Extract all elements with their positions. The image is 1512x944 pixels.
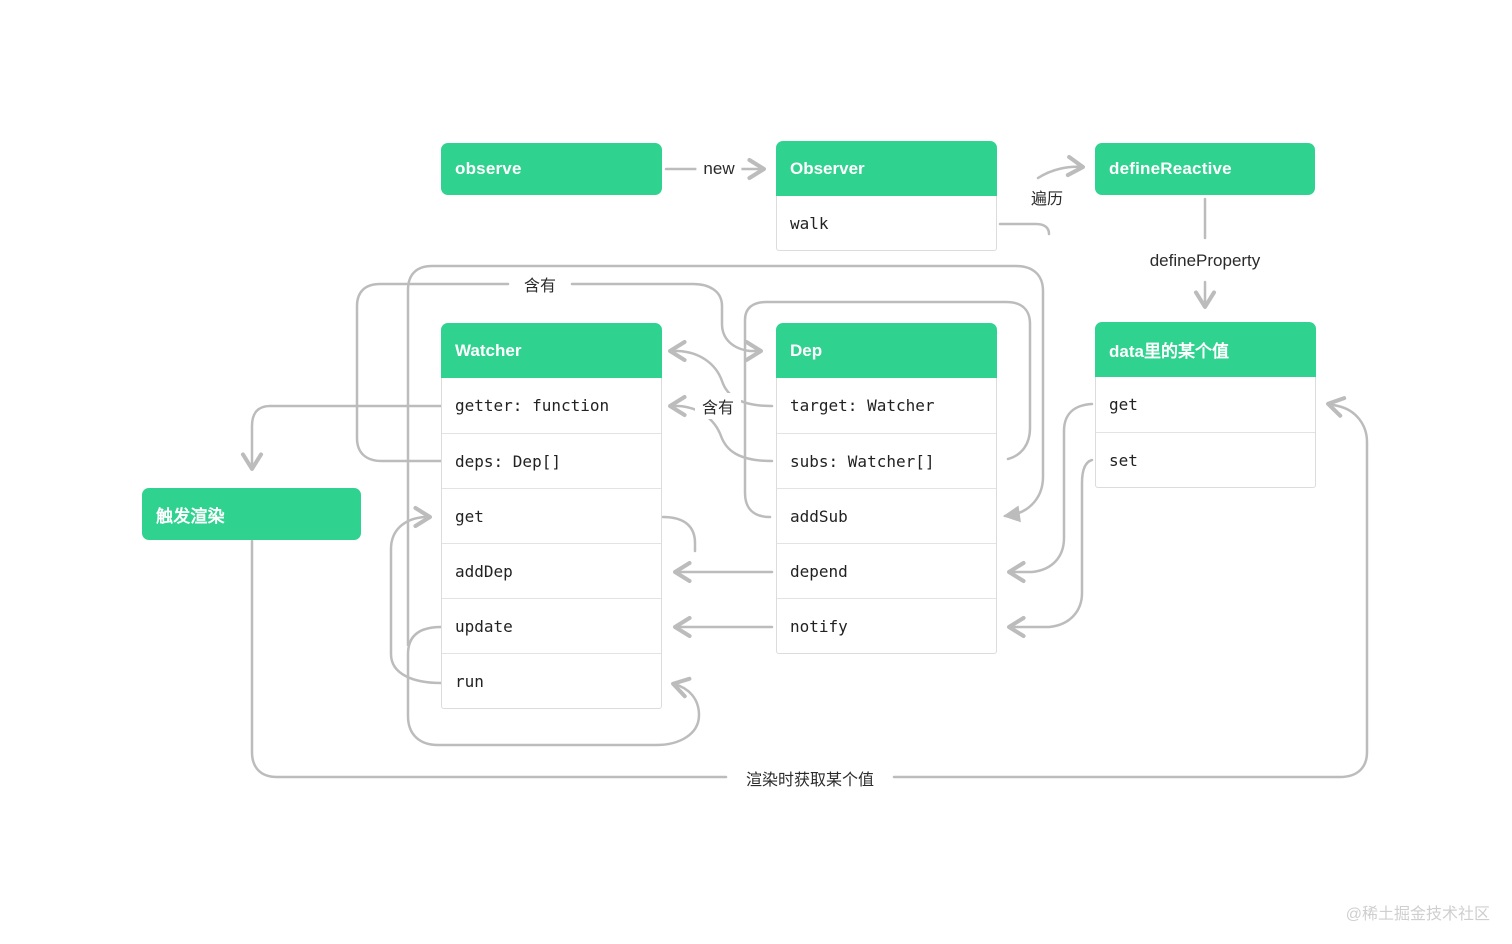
node-observer-title: Observer [790, 158, 865, 178]
node-observer: Observer walk [776, 141, 997, 251]
label-new: new [696, 158, 742, 180]
edge-deps-contains-dep [355, 282, 760, 463]
edge-update-run-loop-arrow [406, 625, 701, 747]
edge-target-watcher-arrow [668, 339, 774, 408]
edge-get-hook [661, 515, 697, 553]
observer-row-walk: walk [790, 213, 829, 233]
data-row-set: set [1096, 432, 1315, 487]
node-data-value-header: data里的某个值 [1095, 322, 1316, 377]
node-dep: Dep target: Watcher subs: Watcher[] addS… [776, 323, 997, 654]
edge-addsub-subs-loop [743, 300, 1032, 519]
label-render-fetch: 渲染时获取某个值 [738, 765, 882, 791]
node-watcher-header: Watcher [441, 323, 662, 378]
node-trigger-render-title: 触发渲染 [156, 506, 225, 526]
watermark: @稀土掘金技术社区 [1345, 906, 1490, 923]
edge-getter-triggerrender-arrow [240, 404, 443, 471]
dep-row-target: target: Watcher [790, 396, 935, 415]
node-data-value-body: get set [1095, 377, 1316, 488]
watcher-row-deps: deps: Dep[] [442, 433, 661, 488]
node-dep-header: Dep [776, 323, 997, 378]
dep-row-addsub: addSub [777, 488, 996, 543]
node-define-reactive: defineReactive [1095, 143, 1315, 195]
edge-subs-getter-arrow [668, 394, 774, 463]
edge-run-get-arrow [389, 505, 443, 685]
edge-dataset-notify-arrow [1007, 458, 1094, 639]
edge-outer-loop-addsub-arrow [406, 264, 1045, 647]
node-observe: observe [441, 143, 662, 195]
data-row-get: get [1109, 395, 1138, 414]
node-watcher-body: getter: function deps: Dep[] get addDep … [441, 378, 662, 709]
node-watcher-title: Watcher [455, 340, 522, 360]
watcher-row-getter: getter: function [455, 396, 610, 415]
node-observer-header: Observer [776, 141, 997, 196]
watcher-row-run: run [442, 653, 661, 708]
node-dep-body: target: Watcher subs: Watcher[] addSub d… [776, 378, 997, 654]
dep-row-notify: notify [777, 598, 996, 653]
node-data-value-title: data里的某个值 [1109, 342, 1229, 361]
dep-row-depend: depend [777, 543, 996, 598]
node-observer-body: walk [776, 196, 997, 251]
node-observe-title: observe [455, 159, 522, 178]
label-contains-top: 含有 [516, 271, 564, 297]
watcher-row-update: update [442, 598, 661, 653]
node-dep-title: Dep [790, 340, 823, 360]
node-define-reactive-title: defineReactive [1109, 159, 1232, 178]
label-define-property: defineProperty [1142, 250, 1268, 272]
edge-walk-hook [998, 222, 1051, 236]
watcher-row-adddep: addDep [442, 543, 661, 598]
node-trigger-render: 触发渲染 [142, 488, 361, 540]
watcher-row-get: get [442, 488, 661, 543]
node-data-value: data里的某个值 get set [1095, 322, 1316, 488]
dep-row-subs: subs: Watcher[] [777, 433, 996, 488]
label-traverse: 遍历 [1023, 184, 1071, 210]
edge-observer-definereactive-arrow [1036, 155, 1085, 180]
edge-dataget-depend-arrow [1007, 402, 1094, 584]
node-watcher: Watcher getter: function deps: Dep[] get… [441, 323, 662, 709]
label-contains-mid: 含有 [694, 393, 742, 419]
edge-render-fetch-loop-arrow [250, 404, 1369, 779]
